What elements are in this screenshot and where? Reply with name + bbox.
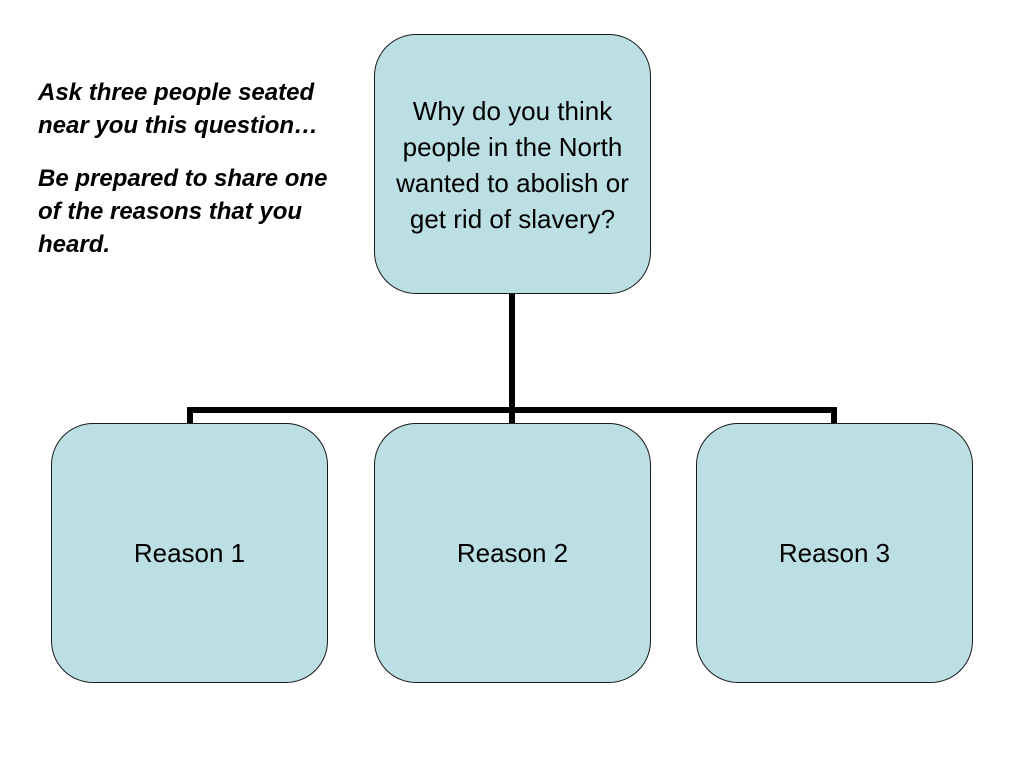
reason-label-2: Reason 2 — [456, 537, 569, 568]
root-question-box: Why do you think people in the North wan… — [374, 34, 651, 294]
reason-box-1: Reason 1 — [51, 423, 328, 683]
reason-box-2: Reason 2 — [374, 423, 651, 683]
root-question-text: Why do you think people in the North wan… — [396, 96, 629, 234]
reason-box-3: Reason 3 — [696, 423, 973, 683]
instruction-ask: Ask three people seated near you this qu… — [38, 79, 319, 139]
reason-label-3: Reason 3 — [778, 537, 891, 568]
instructions: Ask three people seated near you this qu… — [38, 76, 338, 281]
instruction-share: Be prepared to share one of the reasons … — [38, 165, 328, 258]
reason-label-1: Reason 1 — [133, 537, 246, 568]
